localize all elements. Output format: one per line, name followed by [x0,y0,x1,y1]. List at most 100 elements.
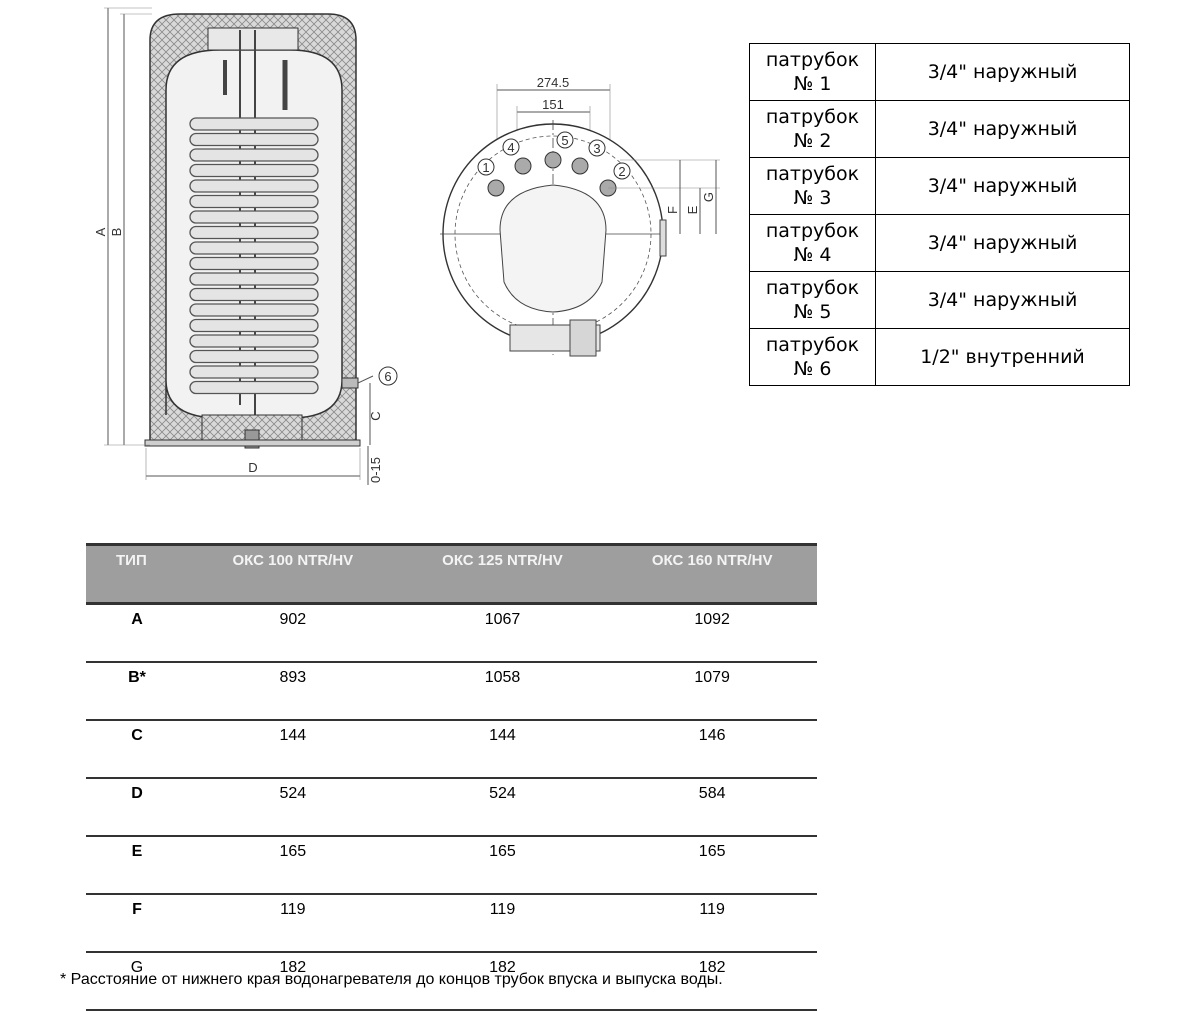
coil-loop [189,256,319,271]
pipe-6-label: 6 [384,369,391,384]
pipe-name-line1: патрубок [765,106,860,128]
dim-g-label: G [701,192,716,202]
flange-outline [499,184,607,313]
dimension-label: B* [86,662,188,721]
dim-c-label: C [368,411,383,420]
pipe-connection-type: 3/4" наружный [875,214,1130,272]
dimension-value: 165 [607,836,817,895]
pipe-connection-type: 1/2" внутренний [875,328,1130,386]
dimension-label: C [86,720,188,779]
pipe-name-line1: патрубок [765,277,860,299]
coil-loop [189,117,319,131]
dimension-value: 1058 [397,662,608,721]
pipe-name-line1: патрубок [765,334,860,356]
pipe-connection-type: 3/4" наружный [875,43,1130,101]
dimension-label: D [86,778,188,837]
pipe-6-marker [378,366,398,386]
pipe-name-line2: № 1 [793,73,832,95]
coil-loop [189,132,319,147]
dimensions-table: ТИП ОКС 100 NTR/HV ОКС 125 NTR/HV ОКС 16… [86,543,817,1011]
coil-loop [189,148,319,162]
coil-loop [189,380,319,395]
dim-f-label: F [665,206,680,214]
dimension-value: 902 [188,603,398,663]
pipe-3-marker: 3 [593,141,600,156]
dim-151-label: 151 [542,97,564,112]
dimension-value: 524 [188,778,398,837]
coil-loop [189,349,319,364]
dimensions-header-row: ТИП ОКС 100 NTR/HV ОКС 125 NTR/HV ОКС 16… [86,543,817,605]
footnote: * Расстояние от нижнего края водонагрева… [60,971,723,988]
top-cap [207,27,299,51]
dimension-value: 165 [397,836,608,895]
pipe-name-line2: № 5 [793,301,832,323]
pipe-name-line1: патрубок [765,163,860,185]
dimension-value: 524 [397,778,608,837]
coil-loop [189,334,319,348]
pipe-2-marker: 2 [618,164,625,179]
dim-a-label: A [93,227,108,236]
pipe-4-marker: 4 [507,140,514,155]
dimension-value: 1092 [607,603,817,663]
header-okc-100: ОКС 100 NTR/HV [188,543,398,605]
coil-loop [189,241,319,255]
dimension-value: 119 [607,894,817,953]
coil-loop [189,303,319,317]
dimension-value: 1079 [607,662,817,721]
dimension-value: 1067 [397,603,608,663]
dimension-value: 144 [188,720,398,779]
header-type: ТИП [86,543,188,605]
pipe-5-marker: 5 [561,133,568,148]
pipe-name-line2: № 3 [793,187,832,209]
side-view-drawing: 6 A B C D 0-15 [93,7,398,485]
dim-e-label: E [685,205,700,214]
pipe-name-line2: № 4 [793,244,832,266]
coil-loop [189,194,319,209]
pipe-name-line1: патрубок [765,220,860,242]
dimension-value: 146 [607,720,817,779]
dimension-value: 119 [397,894,608,953]
coil-loop [189,179,319,193]
dim-274-label: 274.5 [537,75,570,90]
top-view-drawing: 274.5 151 1 4 5 3 2 F E G [440,75,720,357]
coil-loop [189,365,319,379]
dimension-label: E [86,836,188,895]
dimension-label: F [86,894,188,953]
dimension-value: 893 [188,662,398,721]
pipe-connection-type: 3/4" наружный [875,157,1130,215]
pipe-connection-type: 3/4" наружный [875,100,1130,158]
coil-loop [189,163,319,178]
pipe-connection-type: 3/4" наружный [875,271,1130,329]
pipe-1-marker: 1 [482,160,489,175]
coil-loop [189,318,319,333]
dimension-value: 165 [188,836,398,895]
header-okc-160: ОКС 160 NTR/HV [607,543,817,605]
coil-loop [189,225,319,240]
dim-b-label: B [109,228,124,237]
pipe-name-line1: патрубок [765,49,860,71]
coil-loop [189,287,319,302]
header-okc-125: ОКС 125 NTR/HV [397,543,608,605]
dimension-value: 144 [397,720,608,779]
coil-loop [189,210,319,224]
dim-offset-label: 0-15 [368,457,383,483]
